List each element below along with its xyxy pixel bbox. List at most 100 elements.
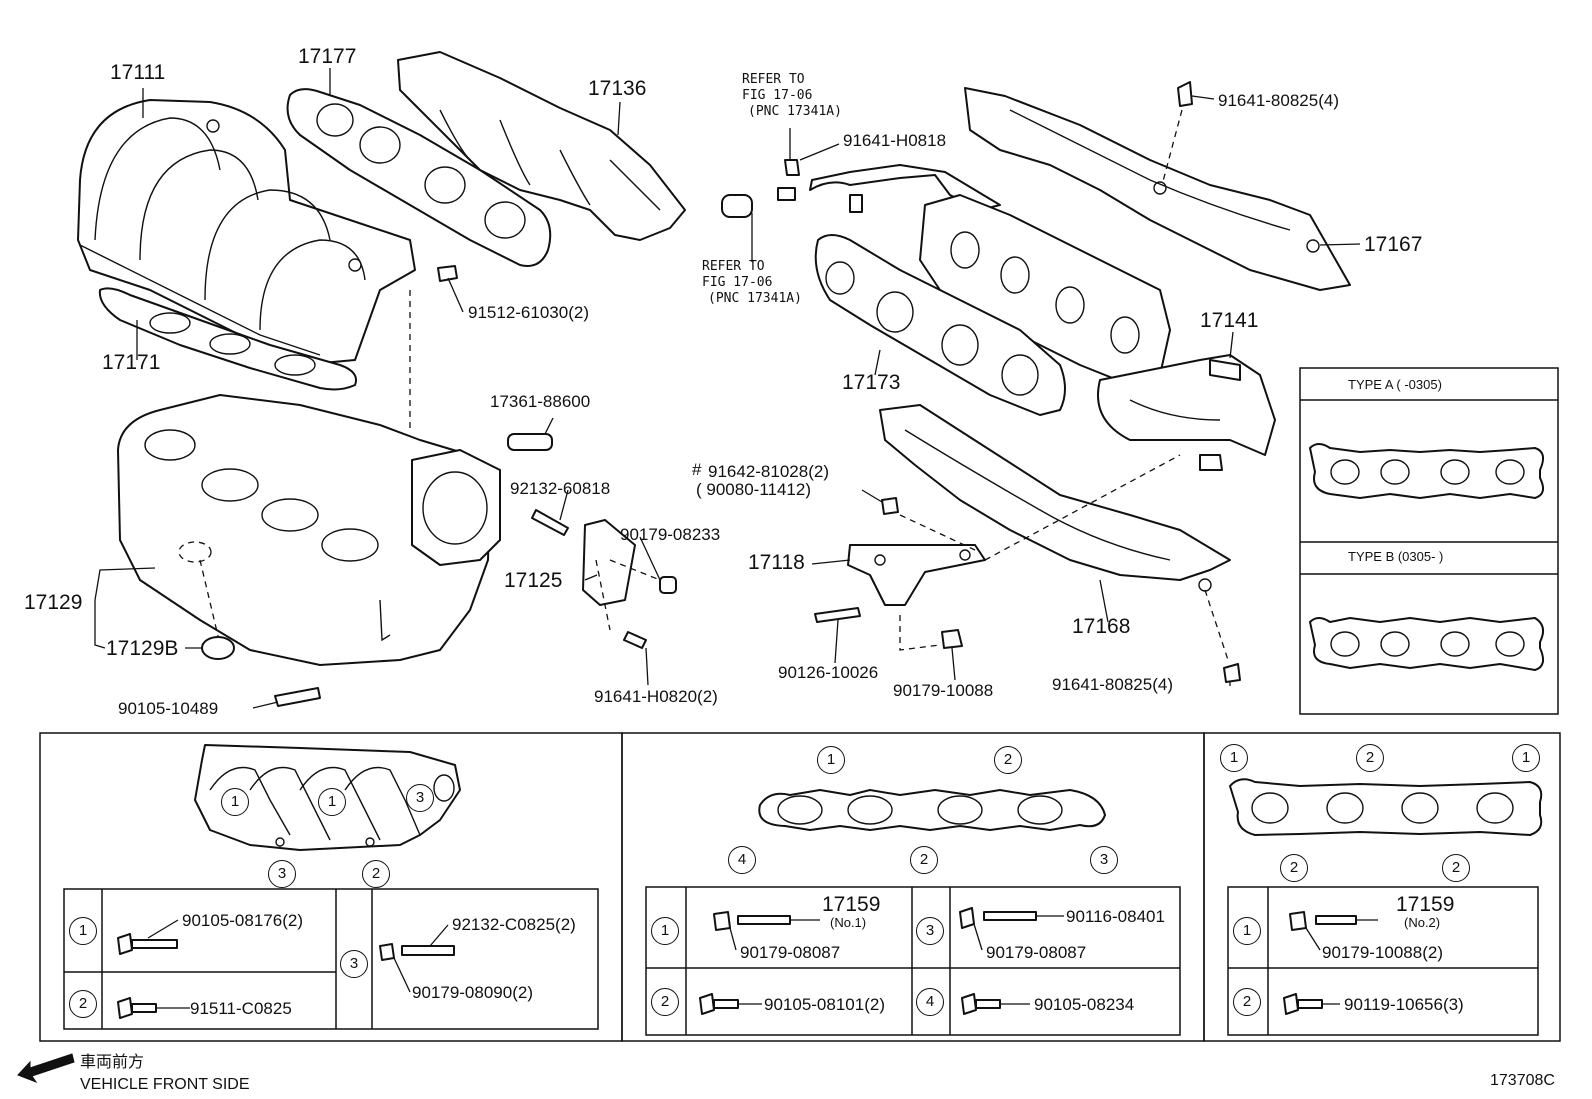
label-17125: 17125 — [504, 569, 563, 592]
label-17129b: 17129B — [106, 637, 179, 660]
direction-label-en: VEHICLE FRONT SIDE — [80, 1076, 250, 1093]
panel3-row1-num: 1 — [1233, 917, 1261, 945]
panel3-row2-num: 2 — [1233, 988, 1261, 1016]
label-91512-61030: 91512-61030(2) — [468, 303, 589, 322]
panel2-row2-part: 90105-08101(2) — [764, 995, 885, 1014]
bolt-90105-10489 — [274, 687, 321, 707]
gasket-17173 — [814, 234, 1066, 416]
refer-note-a-line1: REFER TO — [742, 72, 805, 87]
panel2-row3-part-b: 90179-08087 — [986, 943, 1087, 962]
panel3-callout-1a: 1 — [1220, 744, 1248, 772]
panel1-callout-3b: 3 — [268, 860, 296, 888]
label-17111: 17111 — [110, 61, 166, 84]
panel2-row1-num: 1 — [651, 917, 679, 945]
panel2-callout-3: 3 — [1090, 846, 1118, 874]
type-a-label: TYPE A ( -0305) — [1348, 377, 1442, 392]
panel2-gasket — [758, 789, 1106, 831]
figure-id: 173708C — [1490, 1072, 1555, 1089]
intake-manifold-runners-17111 — [77, 99, 416, 366]
hose-17341a — [721, 194, 753, 218]
type-box — [1299, 367, 1559, 715]
gasket-type-b — [1309, 617, 1545, 671]
pipe-17341a — [809, 164, 1001, 213]
leader-lines — [94, 68, 1361, 709]
panel1-row1-num: 1 — [69, 917, 97, 945]
panel3-callout-1b: 1 — [1512, 744, 1540, 772]
heat-insulator-17168 — [879, 404, 1231, 592]
bracket-17118 — [847, 544, 986, 606]
label-91642-hash: # — [692, 460, 702, 479]
panel1-callout-1b: 1 — [318, 788, 346, 816]
exhaust-manifold-17141 — [919, 194, 1276, 471]
panel2-callout-1: 1 — [817, 746, 845, 774]
label-91642-81028: 91642-81028(2) — [708, 462, 829, 481]
nut-90179-10088 — [941, 629, 963, 649]
panel2-row3-part-a: 90116-08401 — [1066, 907, 1165, 926]
label-90105-10489: 90105-10489 — [118, 699, 219, 718]
panel2-row4-part: 90105-08234 — [1034, 995, 1135, 1014]
label-17171: 17171 — [102, 351, 161, 374]
table-leader-lines — [147, 915, 1378, 1009]
panel1-callout-2: 2 — [362, 860, 390, 888]
label-17129: 17129 — [24, 591, 83, 614]
panel2-row1-sub: (No.1) — [830, 915, 867, 930]
label-17136: 17136 — [588, 77, 647, 100]
panel2-row4-num: 4 — [916, 988, 944, 1016]
bottom-panels — [39, 732, 1561, 1042]
panel3-row1-part: 90179-10088(2) — [1322, 943, 1443, 962]
gasket-type-a — [1309, 443, 1545, 499]
panel2-row1-part: 90179-08087 — [740, 943, 841, 962]
panel1-row2-num: 2 — [69, 990, 97, 1018]
bolt-91642-81028 — [881, 497, 899, 515]
panel2-callout-2b: 2 — [910, 846, 938, 874]
cover-17136 — [397, 51, 686, 241]
panel3-callout-2c: 2 — [1442, 854, 1470, 882]
label-92132-60818: 92132-60818 — [510, 479, 611, 498]
refer-note-a-line3: (PNC 17341A) — [748, 104, 842, 119]
plate-17125 — [582, 519, 636, 606]
bolt-91641-H0820 — [623, 631, 647, 649]
label-90080-11412: ( 90080-11412) — [696, 480, 811, 499]
heat-insulator-17167 — [964, 87, 1351, 291]
gasket-17177 — [286, 88, 552, 267]
stud-92132 — [531, 509, 569, 536]
refer-note-b-line2: FIG 17-06 — [702, 275, 773, 290]
panel1-row1-part: 90105-08176(2) — [182, 911, 303, 930]
label-91641-80825-bottom: 91641-80825(4) — [1052, 675, 1173, 694]
direction-label-jp: 車両前方 — [80, 1054, 145, 1071]
plug-17361 — [507, 433, 553, 451]
label-17177: 17177 — [298, 45, 357, 68]
refer-note-a-line2: FIG 17-06 — [742, 88, 813, 103]
panel1-callout-1a: 1 — [221, 788, 249, 816]
clamp-17341a — [777, 187, 796, 201]
type-b-label: TYPE B (0305- ) — [1348, 549, 1444, 564]
stud-90126-10026 — [814, 607, 861, 623]
label-17361-88600: 17361-88600 — [490, 392, 591, 411]
panel2-row3-num: 3 — [916, 917, 944, 945]
panel2-callout-2a: 2 — [994, 746, 1022, 774]
plug-17129B — [201, 636, 235, 660]
label-17173: 17173 — [842, 371, 901, 394]
panel3-row1-sub: (No.2) — [1404, 915, 1441, 930]
panel3-gasket — [1229, 778, 1543, 836]
panel3-row2-part: 90119-10656(3) — [1344, 995, 1464, 1014]
label-91641-h0818: 91641-H0818 — [843, 131, 947, 150]
bolt-91512 — [437, 265, 458, 282]
refer-note-b-line3: (PNC 17341A) — [708, 291, 802, 306]
bolt-91641-80825-top — [1177, 81, 1193, 107]
panel1-row2-part: 91511-C0825 — [190, 999, 292, 1018]
label-17167: 17167 — [1364, 233, 1423, 256]
panel3-row1-main: 17159 — [1396, 893, 1455, 916]
panel1-row3-part-a: 92132-C0825(2) — [452, 915, 576, 934]
nut-90179-08233 — [659, 576, 677, 594]
direction-arrow — [17, 1053, 75, 1084]
panel1-callout-3a: 3 — [406, 784, 434, 812]
label-90126-10026: 90126-10026 — [778, 663, 879, 682]
label-90179-10088: 90179-10088 — [893, 681, 994, 700]
panel2-row1-main: 17159 — [822, 893, 881, 916]
refer-note-b-line1: REFER TO — [702, 259, 765, 274]
label-17118: 17118 — [748, 551, 805, 574]
label-90179-08233: 90179-08233 — [620, 525, 721, 544]
bolt-91641-H0818 — [784, 159, 800, 176]
